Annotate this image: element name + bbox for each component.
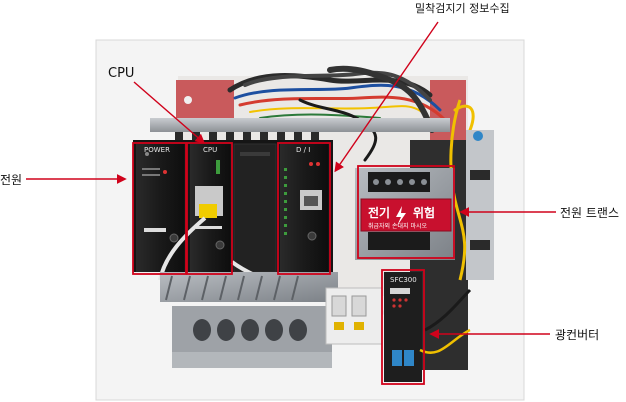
power-module [136,144,184,272]
di-port-socket [304,196,318,206]
power-led [163,170,167,174]
fiber-port [392,350,402,366]
power-legend-line [142,174,160,176]
power-module-screw [145,152,149,156]
converter-label: 광컨버터 [555,328,600,342]
warning-sub: 취급자외 손대지 마시오 [368,222,427,230]
power-badge [144,228,166,232]
cpu-label: CPU [108,66,135,81]
base-plate-holes [193,319,307,341]
breaker-label [354,322,364,330]
di-status-leds [284,168,287,235]
cpu-status-leds [216,160,220,174]
breaker [331,295,347,317]
power-cable [424,288,472,332]
annotation-arrows [26,21,556,339]
mount-screw [184,96,192,104]
di-knob [307,231,317,241]
di-highlight [277,142,331,275]
di-alarm-led [309,162,313,166]
breaker [351,295,367,317]
base-plate-lower [172,352,332,368]
bracket-clip [470,170,490,180]
warning-danger: 위험 [413,205,435,220]
converter-label-plate [390,288,410,294]
transformer-terminals-lower [368,232,430,250]
fiber-port [404,350,414,366]
blank-slot [233,143,277,273]
warning-main: 전기 [368,205,390,220]
power-legend-line [142,168,160,170]
vent-fins [165,275,299,301]
ethernet-plug [199,204,217,218]
transformer-screws [373,179,427,185]
sensor-info-label: 밀착검지기 정보수집 [415,2,510,15]
power-label: 전원 [0,173,23,187]
cpu-badge [196,226,222,229]
converter-highlight [381,269,425,385]
wire-bundle [227,65,475,162]
sensor-info-arrow [334,21,439,173]
power-module-label: POWER [144,146,170,154]
power-trans-label: 전원 트랜스 [560,206,620,220]
cpu-module-label: CPU [203,146,218,154]
di-module-label: D / I [296,146,311,154]
fiber-cable [419,328,471,354]
converter-leds [392,298,408,308]
di-alarm-led [316,162,320,166]
converter-model-label: SFC300 [390,276,417,284]
cpu-highlight [186,142,233,275]
fiber-connector [473,131,483,141]
warning-sign [360,198,452,232]
highlight-boxes [132,142,455,385]
cpu-arrow [133,81,206,144]
side-bracket [466,130,494,280]
power-switch-knob [169,233,179,243]
bracket-clip [470,240,490,250]
power-highlight [132,142,187,275]
transformer-highlight [357,165,455,259]
cpu-knob [215,240,225,250]
breaker-label [334,322,344,330]
lightning-icon [396,206,406,226]
blank-slot-detail [240,152,270,156]
din-rail [150,118,450,132]
